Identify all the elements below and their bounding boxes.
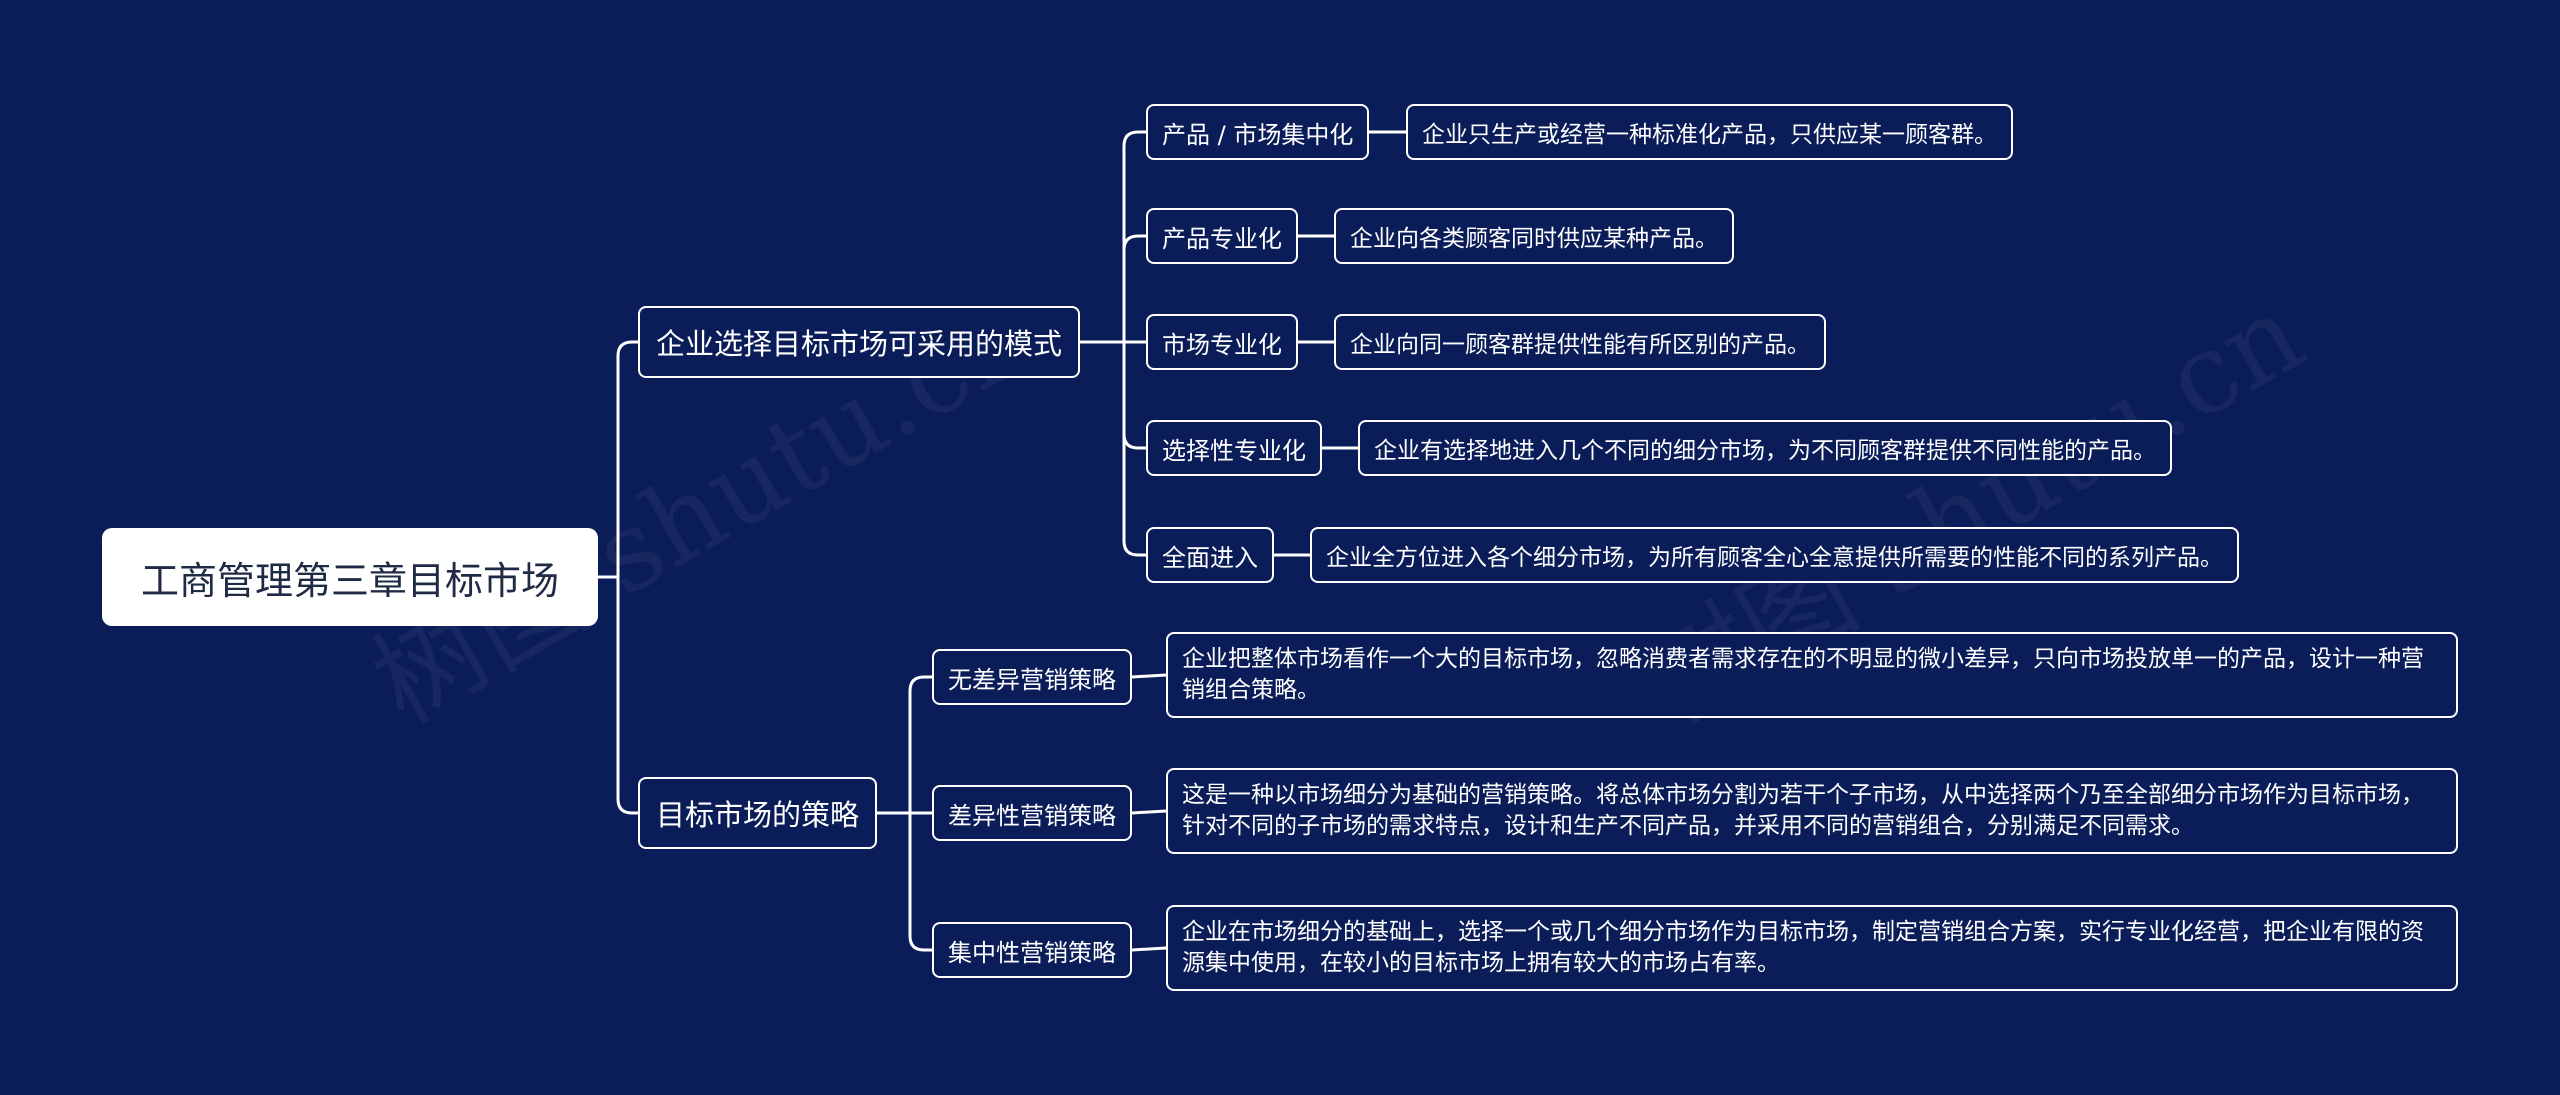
connector-b0c0 <box>1122 130 1146 342</box>
detail-selective-specialization[interactable]: 企业有选择地进入几个不同的细分市场，为不同顾客群提供不同性能的产品。 <box>1358 420 2172 476</box>
connector-b1d1 <box>1131 809 1167 815</box>
connector-b0c3 <box>1122 342 1146 450</box>
subtopic-differentiated[interactable]: 差异性营销策略 <box>932 785 1132 841</box>
branch-topic-strategies[interactable]: 目标市场的策略 <box>638 777 878 849</box>
root-topic[interactable]: 工商管理第三章目标市场 <box>102 528 598 626</box>
subtopic-undifferentiated[interactable]: 无差异营销策略 <box>932 649 1132 705</box>
connector-b1d2 <box>1131 946 1167 952</box>
detail-differentiated[interactable]: 这是一种以市场细分为基础的营销策略。将总体市场分割为若干个子市场，从中选择两个乃… <box>1166 768 2458 854</box>
detail-concentrated[interactable]: 企业在市场细分的基础上，选择一个或几个细分市场作为目标市场，制定营销组合方案，实… <box>1166 905 2458 991</box>
detail-undifferentiated[interactable]: 企业把整体市场看作一个大的目标市场，忽略消费者需求存在的不明显的微小差异，只向市… <box>1166 632 2458 718</box>
connector-b0c4 <box>1122 342 1146 557</box>
subtopic-selective-specialization[interactable]: 选择性专业化 <box>1146 420 1322 476</box>
detail-full-coverage[interactable]: 企业全方位进入各个细分市场，为所有顾客全心全意提供所需要的性能不同的系列产品。 <box>1310 527 2239 583</box>
detail-product-specialization[interactable]: 企业向各类顾客同时供应某种产品。 <box>1334 208 1734 264</box>
detail-market-specialization[interactable]: 企业向同一顾客群提供性能有所区别的产品。 <box>1334 314 1826 370</box>
branch-topic-modes[interactable]: 企业选择目标市场可采用的模式 <box>638 306 1081 378</box>
connector-b1d0 <box>1131 673 1167 679</box>
connector-b1c0 <box>908 675 932 813</box>
connector-root-branch-1 <box>616 577 638 815</box>
connector-b0c1 <box>1122 234 1146 342</box>
subtopic-product-market-concentration[interactable]: 产品 / 市场集中化 <box>1146 104 1370 160</box>
subtopic-full-coverage[interactable]: 全面进入 <box>1146 527 1274 583</box>
subtopic-market-specialization[interactable]: 市场专业化 <box>1146 314 1298 370</box>
subtopic-concentrated[interactable]: 集中性营销策略 <box>932 922 1132 978</box>
connector-root-branch-0 <box>616 340 638 577</box>
detail-product-market-concentration[interactable]: 企业只生产或经营一种标准化产品，只供应某一顾客群。 <box>1406 104 2013 160</box>
connector-b1c2 <box>908 813 932 952</box>
subtopic-product-specialization[interactable]: 产品专业化 <box>1146 208 1298 264</box>
